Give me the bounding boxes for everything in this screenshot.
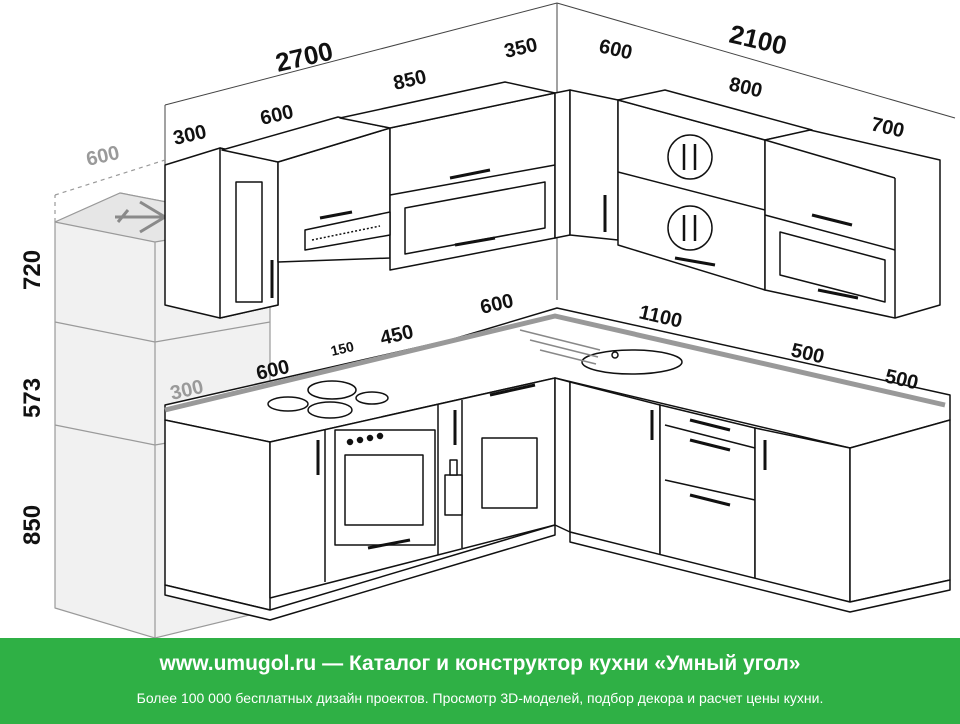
upper-cabinets-right xyxy=(569,89,941,319)
dim-850-height: 850 xyxy=(19,505,46,545)
base-cabinets-right xyxy=(554,377,951,613)
bottle-icon xyxy=(444,459,463,516)
dim-350-upper: 350 xyxy=(502,34,539,63)
cooktop xyxy=(267,380,389,419)
dim-450-base: 450 xyxy=(378,321,415,350)
kitchen-diagram: 2700 2100 300 600 850 350 600 800 700 60… xyxy=(19,2,956,638)
footer-headline: www.umugol.ru — Каталог и конструктор ку… xyxy=(0,652,960,676)
dim-600-upper-right: 600 xyxy=(597,35,634,64)
footer-title: Каталог и конструктор кухни «Умный угол» xyxy=(348,652,801,675)
base-cabinets-left xyxy=(164,377,556,621)
plate-icon xyxy=(667,205,713,251)
plate-icon xyxy=(667,134,713,180)
dim-2700: 2700 xyxy=(273,36,336,78)
footer-banner: www.umugol.ru — Каталог и конструктор ку… xyxy=(0,638,960,724)
glass-door xyxy=(235,181,263,303)
site-link[interactable]: www.umugol.ru xyxy=(159,652,317,675)
range-hood xyxy=(304,211,391,251)
dim-150-base: 150 xyxy=(329,338,356,359)
sink xyxy=(519,329,683,375)
dim-700-upper: 700 xyxy=(869,113,906,142)
dim-720: 720 xyxy=(19,250,46,290)
dim-300-upper: 300 xyxy=(171,121,208,150)
footer-dash: — xyxy=(322,652,344,675)
dim-600-fridge: 600 xyxy=(84,142,121,171)
dim-800-upper: 800 xyxy=(727,73,764,102)
glass-panel xyxy=(404,181,546,255)
dim-573: 573 xyxy=(19,378,46,418)
dim-600-upper: 600 xyxy=(258,101,295,130)
dishwasher-icon xyxy=(481,437,538,509)
upper-cabinets-left xyxy=(164,81,571,319)
dim-850-upper: 850 xyxy=(391,66,428,95)
dim-600-corner: 600 xyxy=(478,290,515,319)
footer-subtitle: Более 100 000 бесплатных дизайн проектов… xyxy=(136,690,824,706)
glass-panel xyxy=(779,231,886,303)
